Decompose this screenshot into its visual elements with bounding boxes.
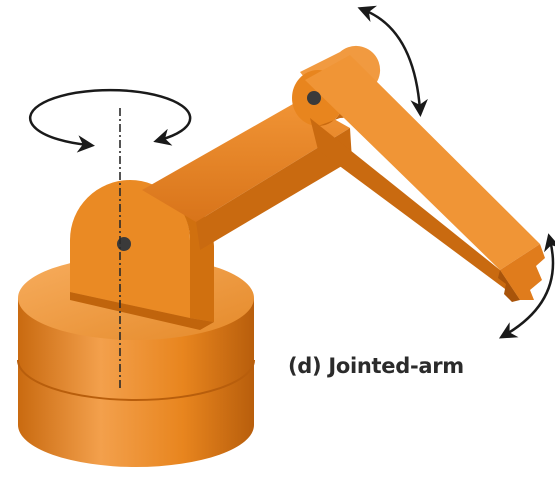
- base-rotation-arrow-icon: [28, 88, 192, 153]
- shoulder-rotation-arrow-icon: [357, 5, 428, 117]
- wrist-rotation-arrow-icon: [498, 233, 555, 339]
- upper-arm: [142, 100, 352, 250]
- forearm: [305, 55, 545, 302]
- elbow-pin-icon: [307, 91, 321, 105]
- figure-caption: (d) Jointed-arm: [288, 354, 464, 378]
- shoulder-pin-icon: [117, 237, 131, 251]
